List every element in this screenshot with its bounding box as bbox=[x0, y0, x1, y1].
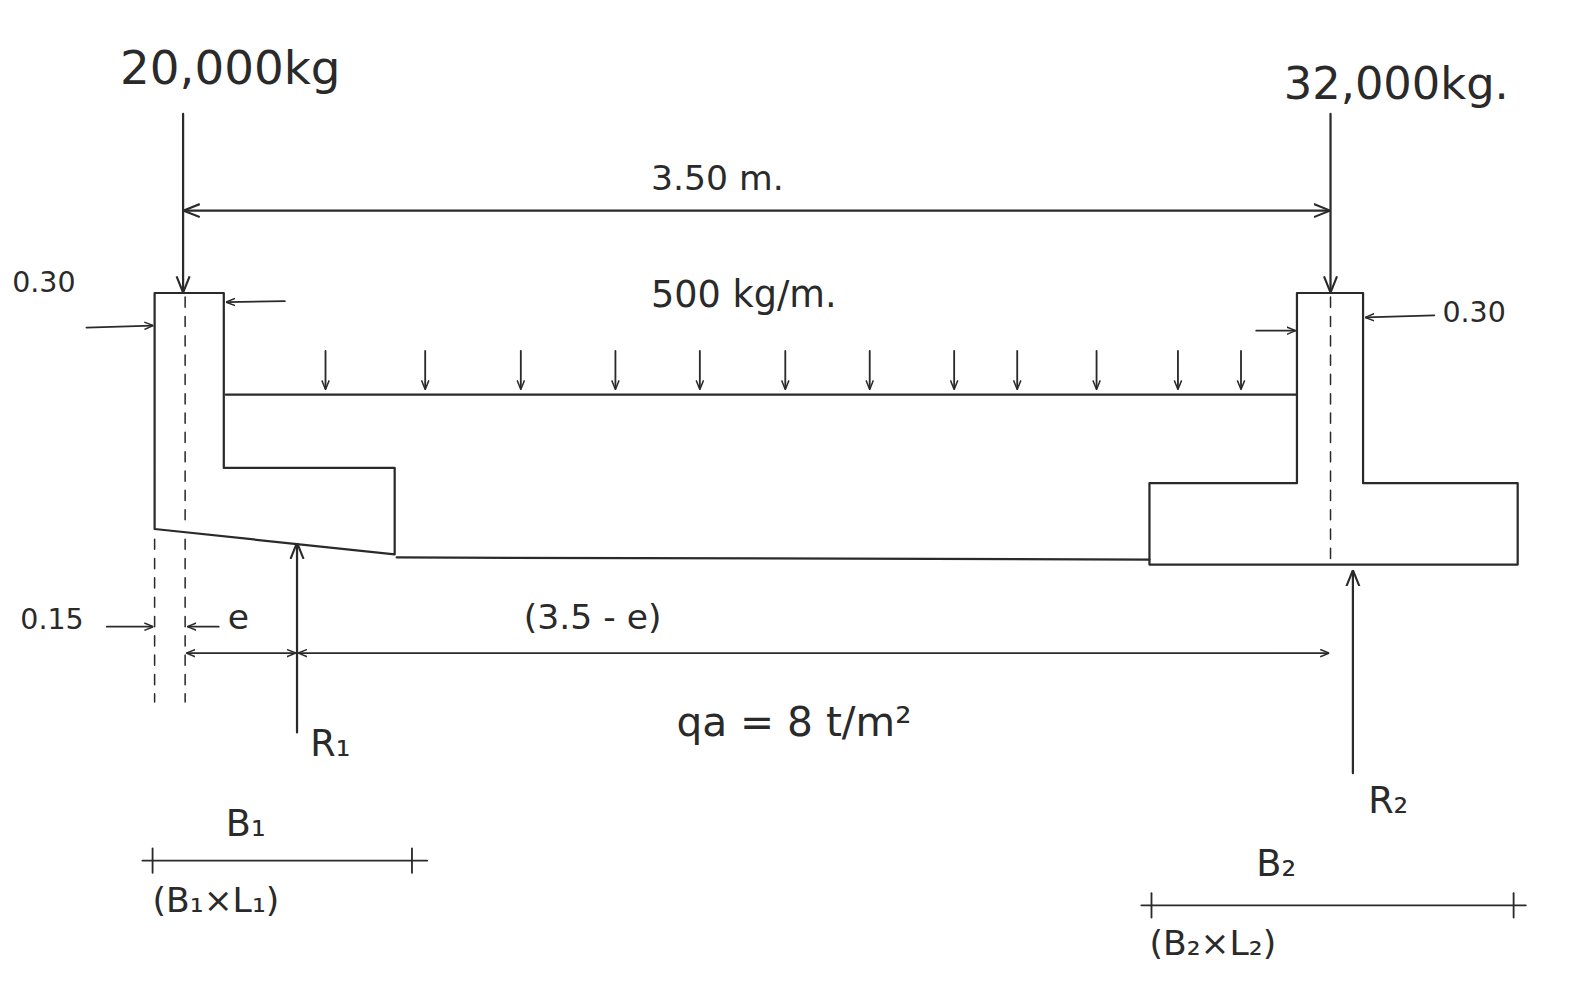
dimension-arrow bbox=[227, 301, 285, 302]
load-arrow bbox=[1329, 114, 1331, 291]
dimension-arrow bbox=[188, 626, 219, 628]
dimension-line bbox=[142, 860, 427, 862]
dimension-label: e bbox=[228, 598, 249, 636]
reaction-arrow bbox=[296, 544, 298, 732]
load-value: 500 kg/m. bbox=[651, 275, 837, 315]
center-line bbox=[155, 297, 1331, 702]
dimension-arrow bbox=[1366, 315, 1434, 317]
reaction-label: R₂ bbox=[1368, 781, 1408, 821]
dimension-arrow bbox=[86, 326, 152, 328]
load-value: 32,000kg. bbox=[1284, 59, 1509, 108]
left-footing bbox=[155, 293, 395, 554]
right-footing bbox=[1149, 293, 1517, 565]
dimension-line bbox=[299, 652, 1328, 654]
strap-beam bbox=[397, 557, 1150, 559]
dimension-label: B₂ bbox=[1256, 844, 1296, 884]
dimension-line bbox=[185, 209, 1328, 211]
reaction-label: R₁ bbox=[310, 724, 350, 764]
soil-pressure: qa = 8 t/m² bbox=[676, 700, 911, 745]
dimension-label: 0.30 bbox=[12, 267, 75, 298]
dimension-label: 0.30 bbox=[1442, 297, 1505, 328]
dimension-line bbox=[1141, 904, 1526, 906]
strap-beam bbox=[226, 394, 1297, 396]
dimension-label: 3.50 m. bbox=[651, 159, 784, 197]
dimension-line bbox=[187, 652, 295, 654]
reaction-arrow bbox=[1352, 572, 1354, 773]
distributed-load bbox=[326, 351, 1241, 389]
dimension-label: 0.15 bbox=[20, 604, 83, 635]
dimension-label: B₁ bbox=[226, 804, 266, 844]
footing-size: (B₁×L₁) bbox=[153, 881, 280, 919]
dimension-label: (3.5 - e) bbox=[524, 598, 662, 636]
dimension-arrow bbox=[1256, 330, 1295, 332]
load-arrow bbox=[182, 114, 184, 291]
load-value: 20,000kg bbox=[120, 43, 340, 94]
dimension-arrow bbox=[107, 626, 153, 628]
footing-size: (B₂×L₂) bbox=[1149, 924, 1276, 962]
